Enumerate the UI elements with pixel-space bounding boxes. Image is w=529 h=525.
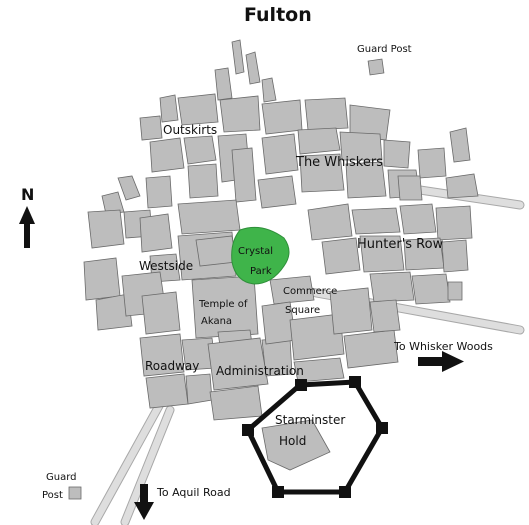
label-crystal: Crystal bbox=[238, 246, 273, 257]
label-park: Park bbox=[250, 266, 272, 277]
label-hold: Hold bbox=[279, 434, 306, 448]
label-guard-post-top: Guard Post bbox=[357, 44, 412, 55]
label-hunters-row: Hunter's Row bbox=[357, 237, 444, 252]
label-akana: Akana bbox=[201, 316, 232, 327]
label-westside: Westside bbox=[139, 259, 193, 273]
east-arrow-icon bbox=[418, 351, 464, 372]
north-arrow-icon: N bbox=[19, 185, 35, 248]
label-administration: Administration bbox=[216, 364, 304, 378]
label-post: Post bbox=[42, 490, 63, 501]
label-starminster: Starminster bbox=[275, 413, 345, 427]
fortress-walls bbox=[242, 376, 388, 498]
map-title: Fulton bbox=[244, 4, 312, 26]
label-to-whisker-woods: To Whisker Woods bbox=[393, 340, 493, 353]
buildings bbox=[68, 39, 479, 500]
svg-text:N: N bbox=[21, 185, 34, 204]
label-the-whiskers: The Whiskers bbox=[295, 155, 383, 170]
label-square: Square bbox=[285, 305, 320, 316]
label-commerce: Commerce bbox=[283, 286, 337, 297]
label-roadway: Roadway bbox=[145, 359, 199, 373]
south-arrow-icon bbox=[134, 484, 154, 520]
label-guard: Guard bbox=[46, 472, 77, 483]
crystal-park bbox=[231, 226, 290, 285]
label-outskirts: Outskirts bbox=[163, 123, 217, 137]
label-temple-of: Temple of bbox=[198, 299, 248, 310]
label-to-aquil-road: To Aquil Road bbox=[156, 486, 231, 499]
